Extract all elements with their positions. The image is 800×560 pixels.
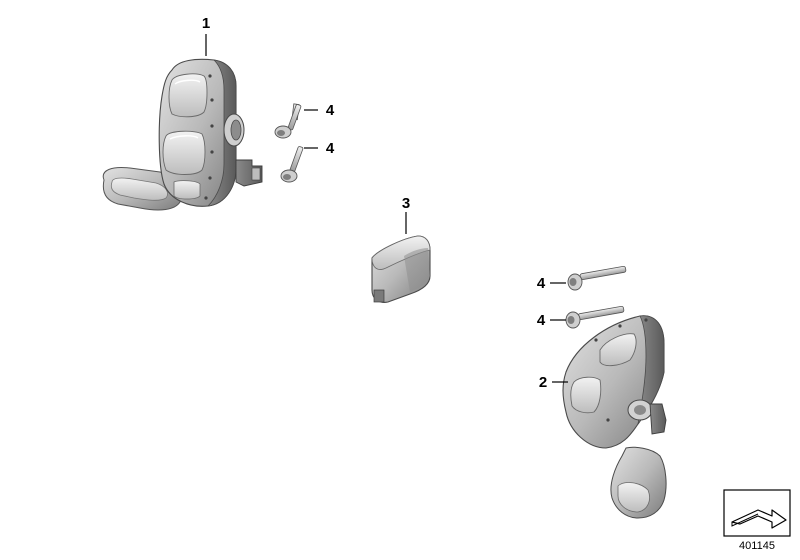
callout-3: 3 bbox=[402, 195, 410, 234]
arrow-icon bbox=[731, 509, 787, 529]
callout-1: 1 bbox=[202, 15, 210, 56]
callout-4d-label: 4 bbox=[537, 312, 546, 329]
switch-unit-left bbox=[102, 58, 263, 211]
callout-4c-label: 4 bbox=[537, 275, 546, 292]
callout-4a-label: 4 bbox=[326, 102, 335, 119]
callout-4a: 4 bbox=[304, 102, 335, 119]
callout-4c: 4 bbox=[537, 275, 566, 292]
screw-upper-a bbox=[274, 103, 302, 139]
screw-upper-b bbox=[280, 146, 304, 183]
callout-4d: 4 bbox=[537, 312, 566, 329]
callout-3-label: 3 bbox=[402, 195, 410, 212]
reference-box bbox=[723, 489, 791, 537]
switch-unit-right bbox=[562, 315, 667, 519]
screw-lower-b bbox=[565, 305, 625, 329]
callout-4b: 4 bbox=[304, 140, 335, 157]
callout-2-label: 2 bbox=[539, 374, 547, 391]
button-cap bbox=[371, 235, 431, 303]
callout-4b-label: 4 bbox=[326, 140, 335, 157]
reference-number: 401145 bbox=[739, 540, 775, 552]
callout-2: 2 bbox=[539, 374, 568, 391]
screw-lower-a bbox=[567, 265, 627, 291]
callout-1-label: 1 bbox=[202, 15, 210, 32]
